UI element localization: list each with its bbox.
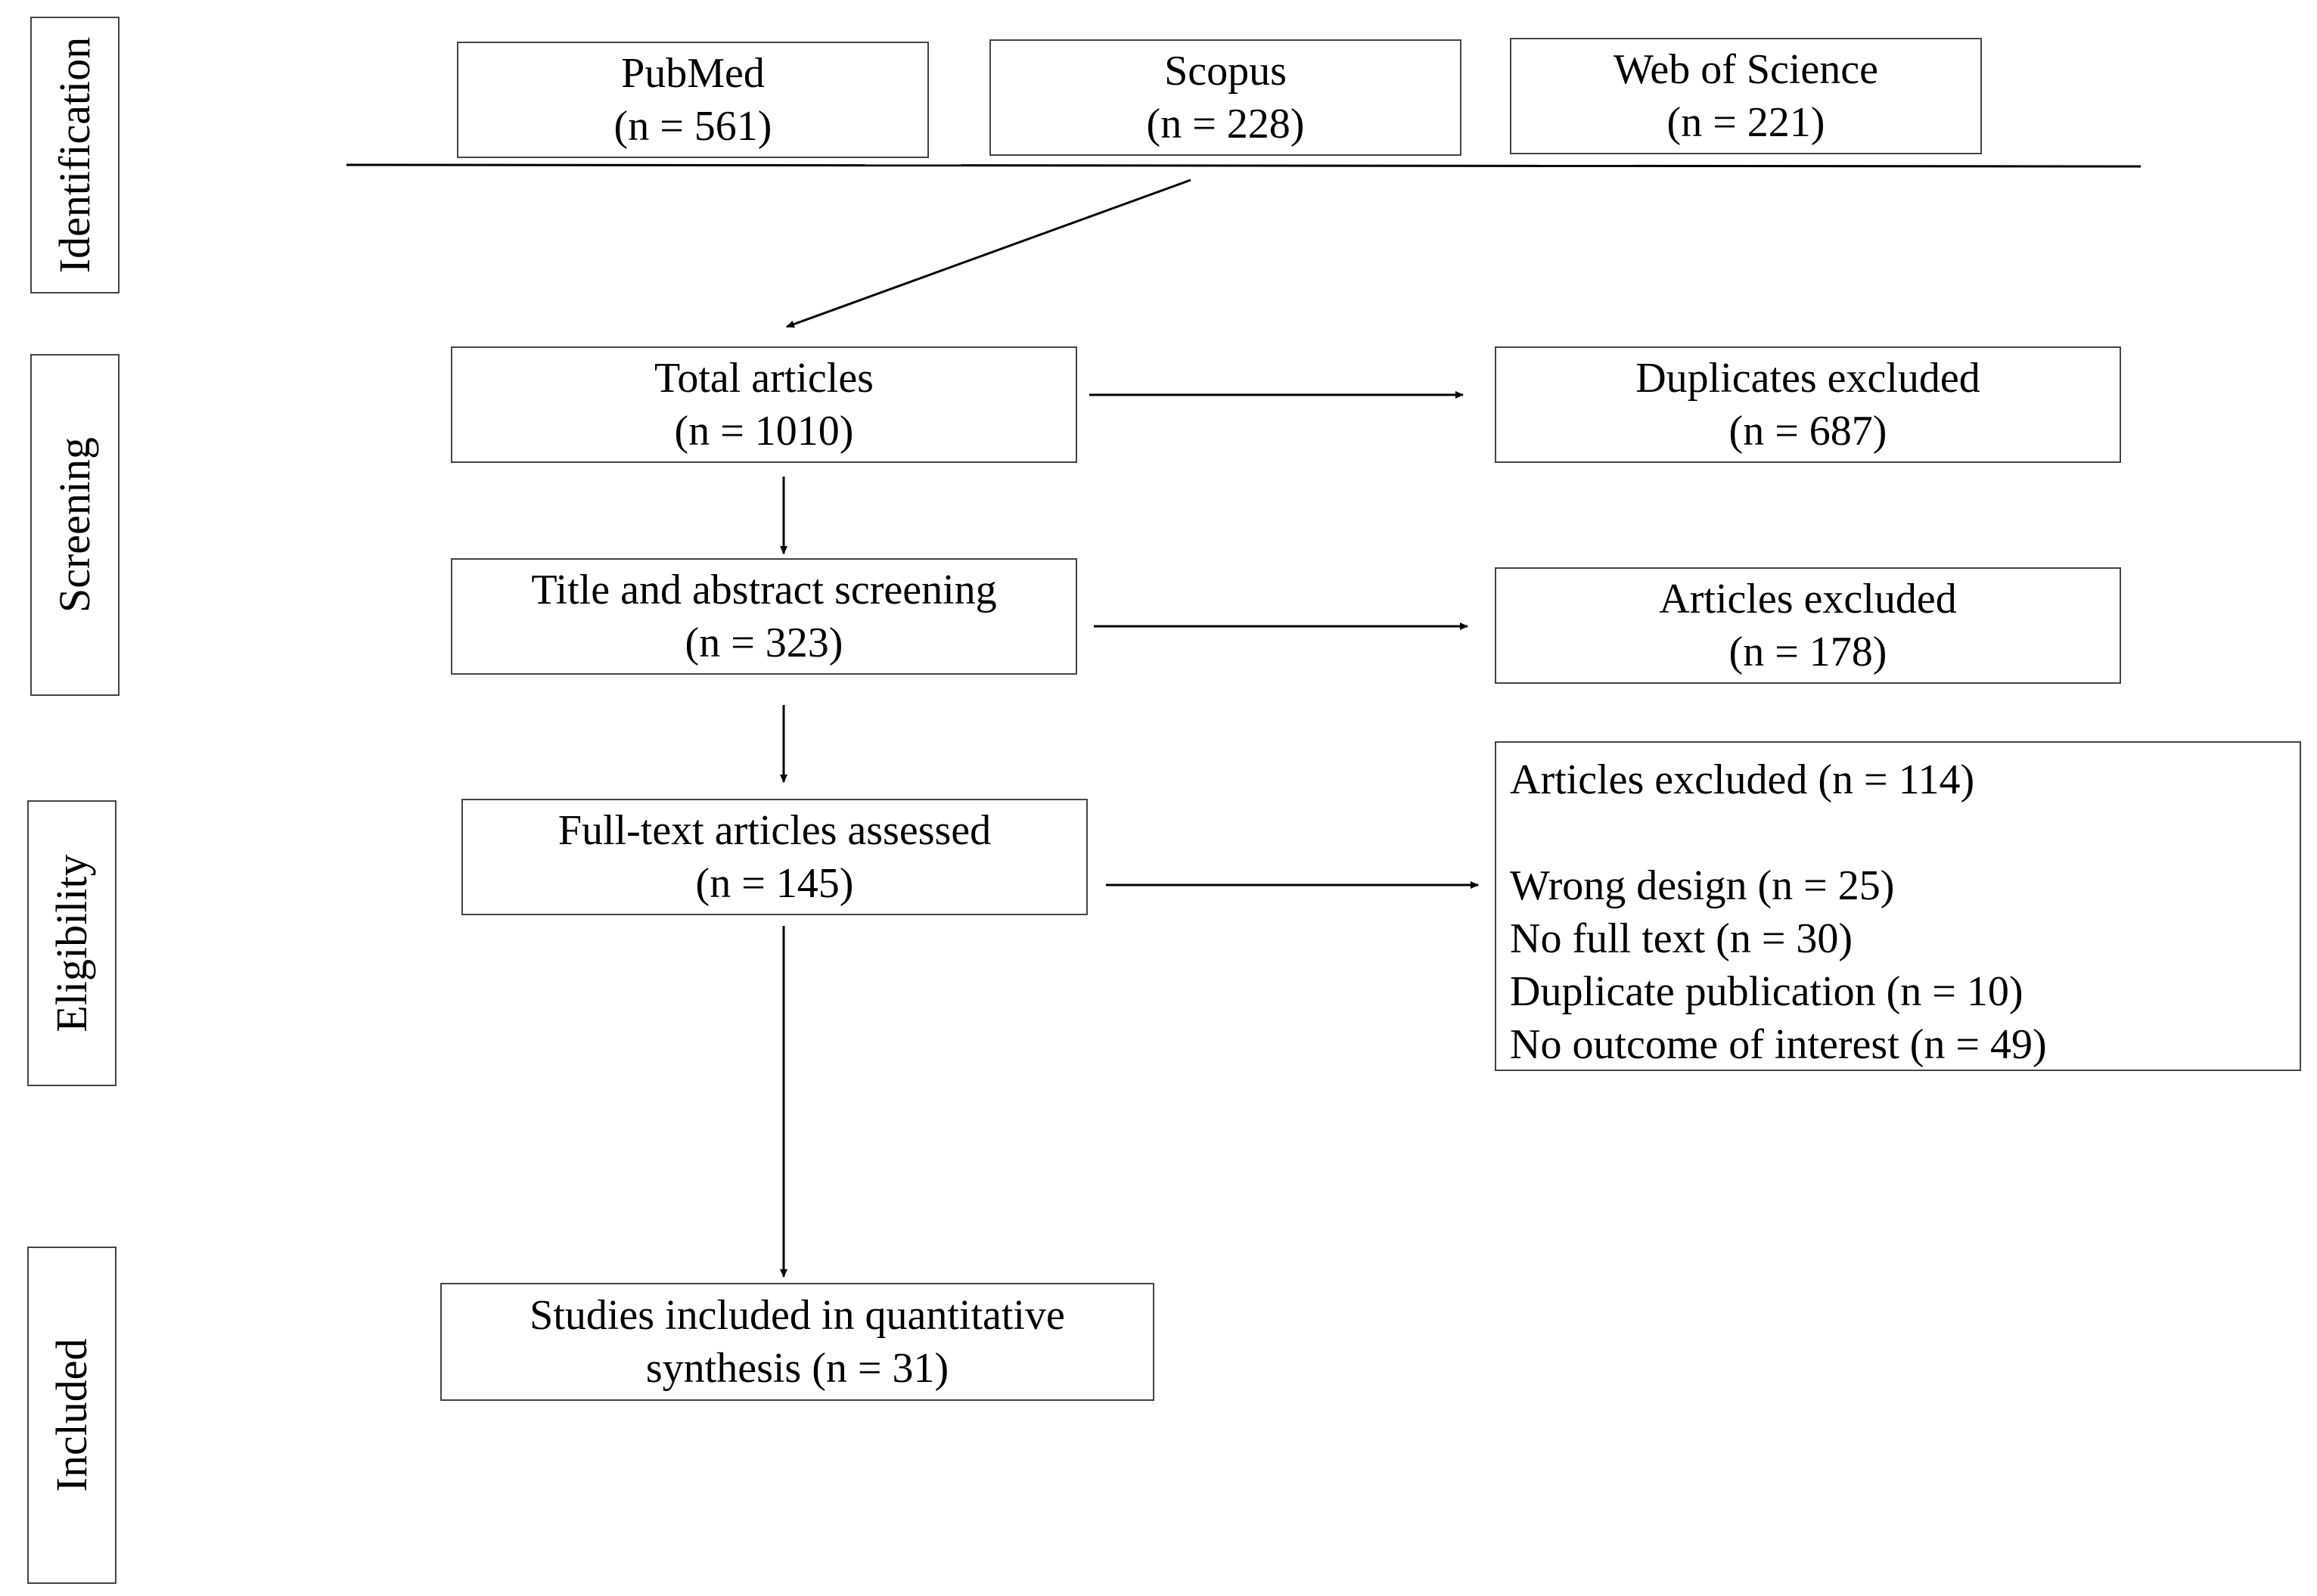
source-web-of-science-count: (n = 221) (1666, 99, 1825, 146)
screening-articles-excluded-count: (n = 178) (1728, 629, 1887, 675)
phase-eligibility: Eligibility (27, 800, 116, 1086)
exclusion-reason: No outcome of interest (n = 49) (1510, 1021, 2047, 1068)
phase-included: Included (27, 1247, 116, 1584)
source-pubmed-count: (n = 561) (613, 103, 772, 150)
duplicates-excluded-label: Duplicates excluded (1635, 355, 1980, 402)
screening-articles-excluded-box: Articles excluded (n = 178) (1495, 567, 2121, 684)
source-scopus-count: (n = 228) (1146, 101, 1305, 147)
studies-included-line1: Studies included in quantitative (530, 1292, 1065, 1339)
total-articles-count: (n = 1010) (674, 408, 854, 455)
full-text-excluded-title: Articles excluded (n = 114) (1510, 756, 1975, 803)
exclusion-reason: Wrong design (n = 25) (1510, 862, 1895, 909)
phase-identification: Identification (30, 17, 120, 293)
full-text-assessed-label: Full-text articles assessed (558, 807, 992, 854)
source-web-of-science-box: Web of Science (n = 221) (1510, 38, 1982, 154)
source-pubmed-box: PubMed (n = 561) (457, 42, 929, 158)
title-abstract-screening-box: Title and abstract screening (n = 323) (451, 558, 1077, 675)
exclusion-reason: Duplicate publication (n = 10) (1510, 968, 2023, 1015)
source-scopus-name: Scopus (1164, 48, 1287, 95)
total-articles-box: Total articles (n = 1010) (451, 346, 1077, 463)
studies-included-box: Studies included in quantitative synthes… (440, 1283, 1154, 1401)
exclusion-reason: No full text (n = 30) (1510, 915, 1853, 962)
full-text-excluded-box: Articles excluded (n = 114) Wrong design… (1495, 741, 2301, 1071)
full-text-assessed-box: Full-text articles assessed (n = 145) (461, 799, 1088, 915)
title-abstract-screening-count: (n = 323) (685, 619, 843, 666)
screening-articles-excluded-label: Articles excluded (1659, 576, 1957, 623)
source-pubmed-name: PubMed (621, 50, 765, 97)
phase-screening: Screening (30, 354, 120, 696)
studies-included-line2: synthesis (n = 31) (645, 1345, 949, 1392)
duplicates-excluded-box: Duplicates excluded (n = 687) (1495, 346, 2121, 463)
duplicates-excluded-count: (n = 687) (1728, 408, 1887, 455)
sources-divider-line (346, 163, 2142, 168)
total-articles-label: Total articles (654, 355, 874, 402)
source-scopus-box: Scopus (n = 228) (989, 39, 1461, 156)
sources-to-total-arrow (786, 179, 1191, 328)
full-text-assessed-count: (n = 145) (695, 860, 854, 907)
title-abstract-screening-label: Title and abstract screening (531, 567, 997, 613)
source-web-of-science-name: Web of Science (1614, 46, 1878, 93)
